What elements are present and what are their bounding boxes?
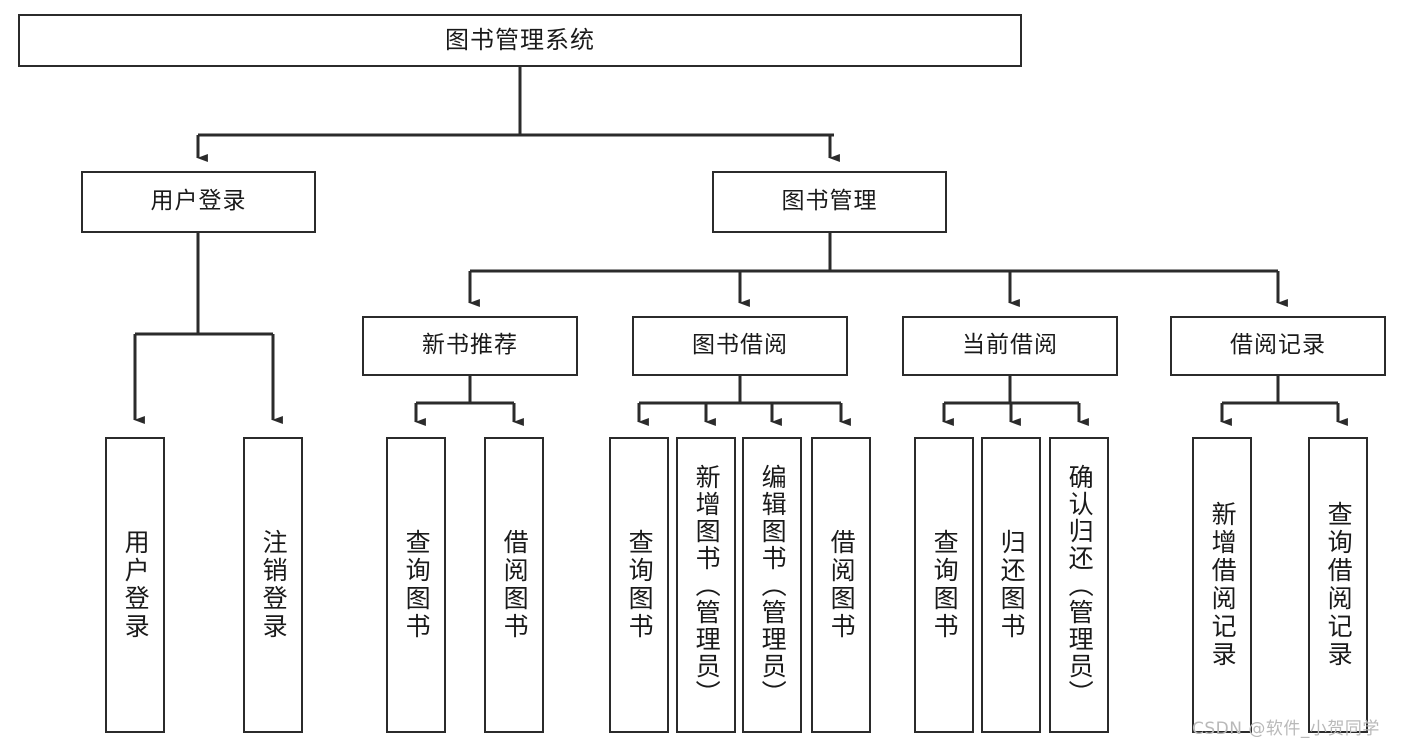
node-new-book-recommend[interactable]: 新书推荐: [362, 316, 578, 376]
node-label: 图书管理: [781, 188, 878, 215]
leaf-label: 新增借阅记录: [1208, 501, 1238, 669]
node-current-borrow[interactable]: 当前借阅: [902, 316, 1118, 376]
leaf-label: 借阅图书: [827, 529, 857, 641]
leaf-record-query-record[interactable]: 查询借阅记录: [1308, 437, 1368, 733]
leaf-user-login-signin[interactable]: 用户登录: [105, 437, 165, 733]
leaf-label: 新增图书（管理员）: [692, 463, 722, 707]
node-label: 当前借阅: [962, 332, 1058, 359]
leaf-user-login-signout[interactable]: 注销登录: [243, 437, 303, 733]
leaf-record-add-record[interactable]: 新增借阅记录: [1192, 437, 1252, 733]
leaf-label: 编辑图书（管理员）: [758, 463, 788, 707]
node-label: 用户登录: [150, 188, 247, 215]
node-label: 图书管理系统: [445, 26, 595, 55]
node-label: 新书推荐: [422, 332, 518, 359]
leaf-current-query-book[interactable]: 查询图书: [914, 437, 974, 733]
leaf-label: 查询图书: [625, 529, 655, 641]
node-label: 图书借阅: [692, 332, 788, 359]
leaf-borrow-add-book-admin[interactable]: 新增图书（管理员）: [676, 437, 736, 733]
node-label: 借阅记录: [1230, 332, 1326, 359]
leaf-label: 归还图书: [997, 529, 1027, 641]
leaf-borrow-query-book[interactable]: 查询图书: [609, 437, 669, 733]
leaf-label: 借阅图书: [500, 529, 530, 641]
node-book-management[interactable]: 图书管理: [712, 171, 947, 233]
leaf-current-return-book[interactable]: 归还图书: [981, 437, 1041, 733]
node-root-book-management-system[interactable]: 图书管理系统: [18, 14, 1022, 67]
leaf-borrow-edit-book-admin[interactable]: 编辑图书（管理员）: [742, 437, 802, 733]
leaf-label: 确认归还（管理员）: [1065, 463, 1095, 707]
leaf-recommend-query-book[interactable]: 查询图书: [386, 437, 446, 733]
leaf-borrow-borrow-book[interactable]: 借阅图书: [811, 437, 871, 733]
leaf-label: 查询借阅记录: [1324, 501, 1354, 669]
node-user-login[interactable]: 用户登录: [81, 171, 316, 233]
leaf-label: 注销登录: [259, 529, 289, 641]
leaf-label: 查询图书: [930, 529, 960, 641]
csdn-watermark: CSDN @软件_小贺同学: [1192, 719, 1380, 739]
node-book-borrow[interactable]: 图书借阅: [632, 316, 848, 376]
node-borrow-record[interactable]: 借阅记录: [1170, 316, 1386, 376]
leaf-recommend-borrow-book[interactable]: 借阅图书: [484, 437, 544, 733]
leaf-label: 查询图书: [402, 529, 432, 641]
leaf-label: 用户登录: [121, 529, 151, 641]
leaf-current-confirm-return-admin[interactable]: 确认归还（管理员）: [1049, 437, 1109, 733]
